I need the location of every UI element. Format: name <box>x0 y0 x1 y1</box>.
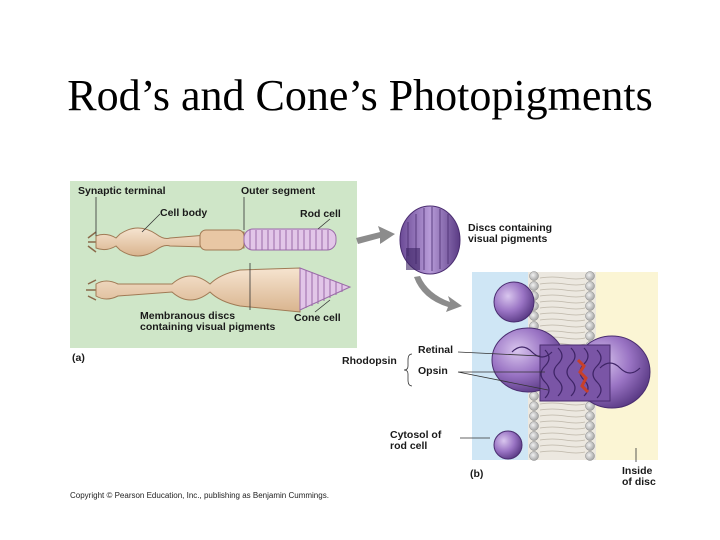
phospholipid-head <box>529 311 539 321</box>
synaptic-terminal-label: Synaptic terminal <box>78 185 166 197</box>
lipid-tail <box>539 438 586 442</box>
phospholipid-head <box>529 451 539 461</box>
cone-cell-label: Cone cell <box>294 312 341 324</box>
lipid-tail <box>539 330 586 334</box>
panel-b-label: (b) <box>470 468 484 480</box>
membrane-protein-bottom <box>493 430 523 460</box>
lipid-tail <box>539 324 586 328</box>
lipid-tail <box>539 444 586 448</box>
cytosol-label-line2: rod cell <box>390 440 428 452</box>
outer-segment-label: Outer segment <box>241 185 316 197</box>
rhodopsin-label: Rhodopsin <box>342 355 397 367</box>
phospholipid-head <box>529 401 539 411</box>
phospholipid-head <box>585 451 595 461</box>
lipid-tail <box>539 300 586 304</box>
lipid-tail <box>539 402 586 406</box>
slide-title: Rod’s and Cone’s Photopigments <box>67 71 653 120</box>
lipid-tail <box>539 426 586 430</box>
membrane-protein-top <box>493 281 535 323</box>
cone-membranous-discs <box>305 270 343 308</box>
phospholipid-head <box>585 301 595 311</box>
rod-cell-label: Rod cell <box>300 208 341 220</box>
lipid-tail <box>539 432 586 436</box>
discs-label: Discs containing <box>468 222 553 234</box>
lipid-tail <box>539 408 586 412</box>
phospholipid-head <box>585 311 595 321</box>
cytosol-label: Cytosol of <box>390 429 442 441</box>
inside-disc-label: Inside <box>622 465 653 477</box>
copyright-notice: Copyright © Pearson Education, Inc., pub… <box>70 491 329 500</box>
disc-stack-illustration <box>399 205 461 275</box>
arrow-to-membrane <box>414 276 462 312</box>
lipid-tail <box>539 414 586 418</box>
panel-a-leader-lines <box>95 197 331 313</box>
phospholipid-head <box>585 431 595 441</box>
retinal-label: Retinal <box>418 344 454 356</box>
phospholipid-head <box>529 271 539 281</box>
panel-a-background <box>70 181 357 348</box>
cone-cell-illustration <box>86 267 352 313</box>
lipid-tail <box>539 312 586 316</box>
phospholipid-head <box>529 411 539 421</box>
rod-cell-illustration <box>87 227 337 257</box>
rhodopsin-protein <box>491 327 651 409</box>
phospholipid-head <box>529 431 539 441</box>
lipid-tail <box>539 282 586 286</box>
opsin-label: Opsin <box>418 365 448 377</box>
discs-label-line2: visual pigments <box>468 233 548 245</box>
phospholipid-head <box>529 441 539 451</box>
lipid-tail <box>539 276 586 280</box>
phospholipid-head <box>529 421 539 431</box>
lipid-tail <box>539 294 586 298</box>
panel-b-leader-lines <box>403 351 637 462</box>
rod-membranous-discs <box>249 230 329 250</box>
membranous-discs-label: Membranous discs <box>140 310 236 322</box>
phospholipid-head <box>585 411 595 421</box>
phospholipid-head <box>529 391 539 401</box>
phospholipid-head <box>585 321 595 331</box>
cell-body-label: Cell body <box>160 207 208 219</box>
lipid-tail <box>539 450 586 454</box>
arrow-to-discs <box>356 226 395 244</box>
lipid-tail <box>539 306 586 310</box>
phospholipid-head <box>529 281 539 291</box>
phospholipid-head <box>585 421 595 431</box>
lipid-tail <box>539 288 586 292</box>
panel-a-label: (a) <box>72 352 85 364</box>
inside-disc-label-line2: of disc <box>622 476 656 488</box>
membranous-discs-label-line2: containing visual pigments <box>140 321 276 333</box>
lipid-tail <box>539 318 586 322</box>
retinal-chromophore <box>576 358 590 394</box>
phospholipid-head <box>585 441 595 451</box>
phospholipid-head <box>585 271 595 281</box>
phospholipid-head <box>585 291 595 301</box>
phospholipid-head <box>585 281 595 291</box>
phospholipid-head <box>585 331 595 341</box>
lipid-tail <box>539 420 586 424</box>
